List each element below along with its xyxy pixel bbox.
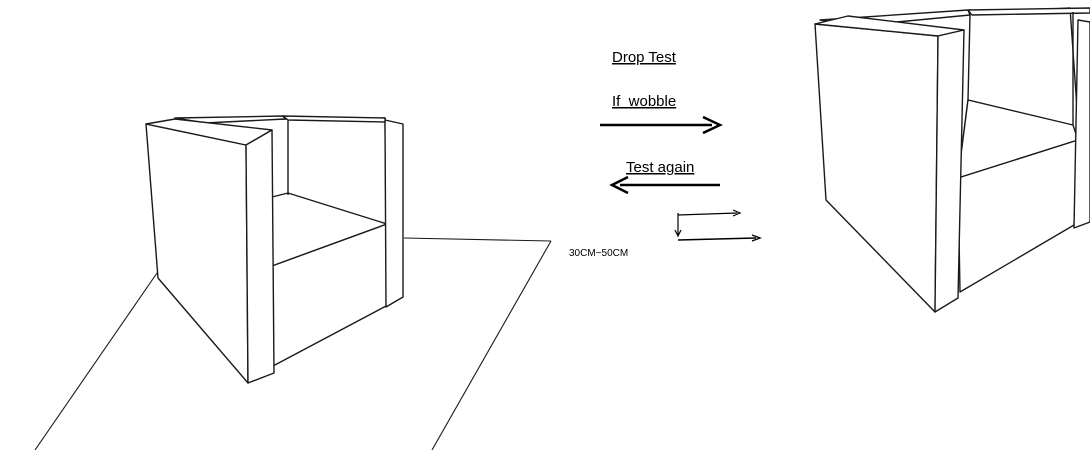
test-again-label: Test again	[626, 159, 694, 176]
if-wobble-label: If wobble	[612, 93, 676, 110]
drop-test-label: Drop Test	[612, 49, 677, 66]
floor-outline	[34, 237, 552, 450]
left-arrow-icon	[609, 175, 720, 195]
chair-tilted	[814, 7, 1090, 313]
drop-height-arrows-icon	[674, 209, 762, 242]
height-range-label: 30CM~50CM	[569, 248, 628, 259]
right-arrow-icon	[600, 115, 723, 135]
chair-on-floor	[145, 115, 404, 384]
